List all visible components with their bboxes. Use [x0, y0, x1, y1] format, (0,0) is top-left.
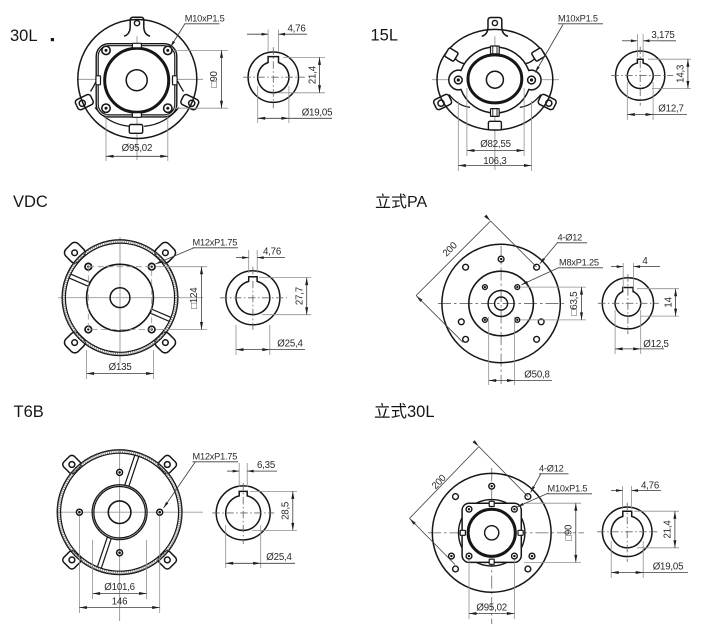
svg-text:M10xP1.5: M10xP1.5	[548, 484, 588, 494]
svg-text:3,175: 3,175	[651, 30, 674, 41]
svg-text:Ø25,4: Ø25,4	[266, 552, 292, 563]
svg-text:Ø101,6: Ø101,6	[104, 582, 135, 593]
svg-text:28,5: 28,5	[281, 502, 292, 520]
svg-text:M12xP1.75: M12xP1.75	[193, 238, 238, 248]
svg-text:21,4: 21,4	[663, 520, 674, 539]
svg-text:6,35: 6,35	[257, 460, 275, 471]
svg-text:4,76: 4,76	[287, 23, 305, 34]
svg-text:106,3: 106,3	[483, 156, 506, 167]
svg-text:Ø135: Ø135	[109, 362, 132, 373]
svg-text:Ø95,02: Ø95,02	[476, 602, 507, 613]
svg-text:M10xP1.5: M10xP1.5	[558, 14, 598, 24]
svg-text:Ø12,7: Ø12,7	[658, 103, 683, 114]
svg-text:□90: □90	[564, 524, 575, 541]
svg-text:30L: 30L	[10, 27, 38, 45]
svg-text:27,7: 27,7	[294, 287, 305, 305]
svg-text:T6B: T6B	[14, 403, 44, 421]
svg-text:Ø19,05: Ø19,05	[653, 561, 684, 572]
svg-text:14: 14	[663, 296, 674, 307]
svg-text:146: 146	[112, 596, 128, 607]
svg-text:4-Ø12: 4-Ø12	[539, 464, 564, 474]
svg-text:M8xP1.25: M8xP1.25	[559, 258, 599, 268]
svg-text:立式PA: 立式PA	[375, 193, 427, 211]
svg-text:4: 4	[642, 256, 648, 267]
svg-text:M12xP1.75: M12xP1.75	[193, 452, 238, 462]
svg-text:□124: □124	[189, 287, 200, 309]
svg-text:Ø50,8: Ø50,8	[524, 369, 549, 380]
svg-text:Ø82,55: Ø82,55	[480, 139, 511, 150]
svg-text:□90: □90	[209, 70, 220, 87]
svg-text:Ø12,5: Ø12,5	[643, 339, 668, 350]
svg-text:Ø25,4: Ø25,4	[277, 338, 303, 349]
svg-text:Ø19,05: Ø19,05	[302, 107, 333, 118]
svg-text:4,76: 4,76	[641, 481, 659, 492]
svg-text:□63,5: □63,5	[569, 292, 580, 316]
svg-text:21,4: 21,4	[307, 65, 318, 84]
svg-text:M10xP1.5: M10xP1.5	[185, 14, 225, 24]
svg-text:14,3: 14,3	[676, 65, 687, 83]
svg-text:4,76: 4,76	[263, 247, 281, 258]
svg-text:Ø95,02: Ø95,02	[122, 143, 153, 154]
svg-text:VDC: VDC	[13, 193, 48, 211]
svg-text:立式30L: 立式30L	[374, 402, 435, 421]
svg-text:4-Ø12: 4-Ø12	[558, 233, 583, 243]
svg-text:15L: 15L	[371, 27, 399, 45]
